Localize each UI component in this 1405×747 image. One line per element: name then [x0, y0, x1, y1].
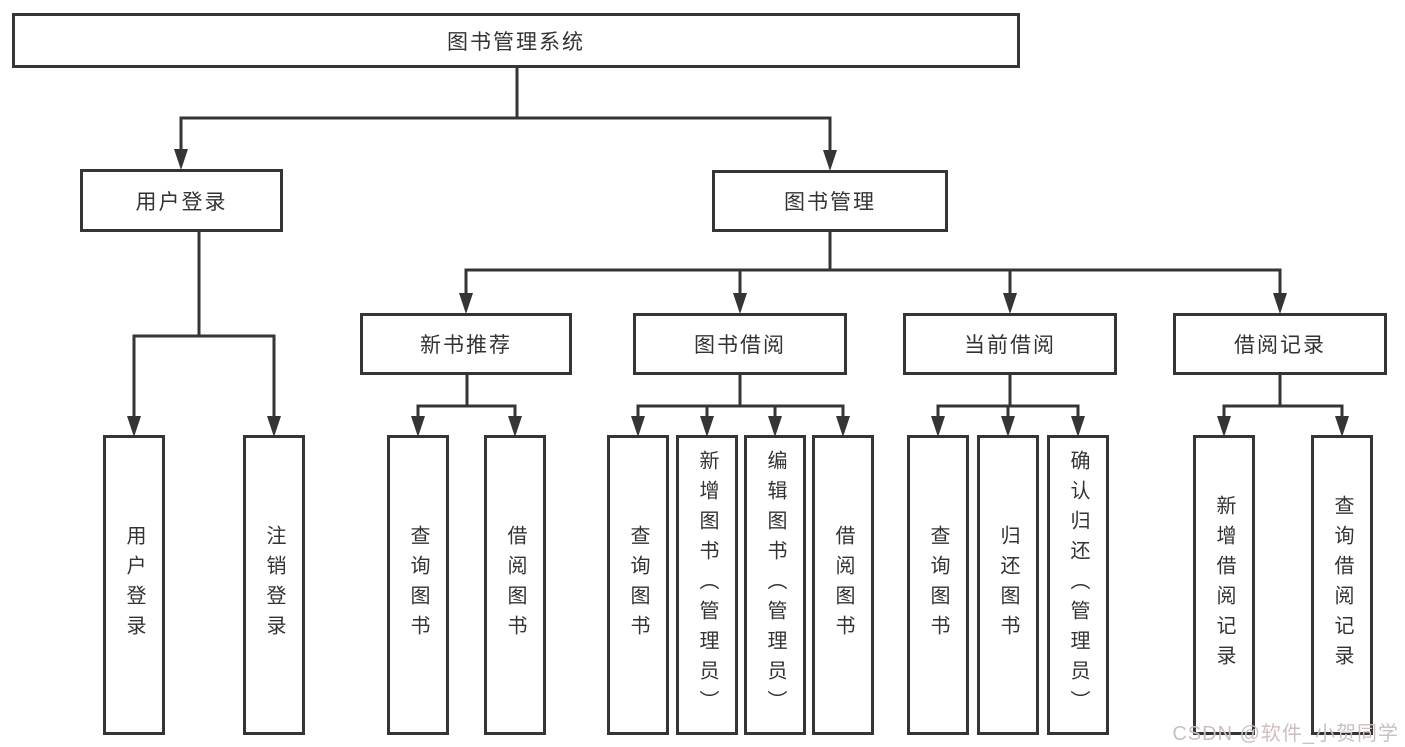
node-book-borrow-label: 图书借阅 — [694, 334, 786, 357]
leaf-current-return-books-label: 归还图书 — [997, 525, 1019, 645]
watermark-text: CSDN @软件_小贺同学 — [1172, 723, 1399, 745]
leaf-borrow-query-books: 查询图书 — [607, 435, 669, 735]
arrowheads — [127, 149, 1349, 437]
leaf-current-return-books: 归还图书 — [977, 435, 1039, 735]
leaf-user-login-label: 用户登录 — [123, 525, 145, 645]
leaf-current-query-books-label: 查询图书 — [927, 525, 949, 645]
leaf-borrow-query-books-label: 查询图书 — [627, 525, 649, 645]
leaf-current-confirm-return-admin-label: 确认归还（管理员） — [1067, 450, 1089, 720]
node-book-management-label: 图书管理 — [784, 191, 876, 214]
leaf-recommend-query-books: 查询图书 — [387, 435, 449, 735]
leaf-borrow-borrow-books: 借阅图书 — [812, 435, 874, 735]
leaf-records-query-record: 查询借阅记录 — [1311, 435, 1373, 735]
node-new-book-recommend-label: 新书推荐 — [420, 334, 512, 357]
node-user-login-label: 用户登录 — [135, 190, 228, 214]
node-new-book-recommend: 新书推荐 — [360, 313, 572, 375]
connector-segments — [132, 68, 1344, 420]
leaf-records-query-record-label: 查询借阅记录 — [1331, 495, 1353, 675]
node-borrow-records: 借阅记录 — [1173, 313, 1387, 375]
node-book-management: 图书管理 — [712, 170, 948, 232]
node-borrow-records-label: 借阅记录 — [1234, 334, 1326, 357]
node-root: 图书管理系统 — [12, 13, 1020, 68]
node-book-borrow: 图书借阅 — [633, 313, 847, 375]
leaf-recommend-borrow-books-label: 借阅图书 — [504, 525, 526, 645]
node-root-label: 图书管理系统 — [447, 30, 585, 54]
leaf-borrow-add-books-admin-label: 新增图书（管理员） — [696, 450, 718, 720]
leaf-borrow-borrow-books-label: 借阅图书 — [832, 525, 854, 645]
node-user-login: 用户登录 — [80, 169, 283, 232]
leaf-logout: 注销登录 — [243, 435, 305, 735]
leaf-user-login: 用户登录 — [103, 435, 165, 735]
leaf-borrow-edit-books-admin-label: 编辑图书（管理员） — [764, 450, 786, 720]
leaf-borrow-add-books-admin: 新增图书（管理员） — [676, 435, 738, 735]
leaf-current-confirm-return-admin: 确认归还（管理员） — [1047, 435, 1109, 735]
node-current-borrow-label: 当前借阅 — [964, 334, 1056, 357]
leaf-current-query-books: 查询图书 — [907, 435, 969, 735]
leaf-borrow-edit-books-admin: 编辑图书（管理员） — [744, 435, 806, 735]
leaf-recommend-borrow-books: 借阅图书 — [484, 435, 546, 735]
node-current-borrow: 当前借阅 — [903, 313, 1117, 375]
leaf-records-add-record-label: 新增借阅记录 — [1213, 495, 1235, 675]
leaf-logout-label: 注销登录 — [263, 525, 285, 645]
leaf-recommend-query-books-label: 查询图书 — [407, 525, 429, 645]
leaf-records-add-record: 新增借阅记录 — [1193, 435, 1255, 735]
